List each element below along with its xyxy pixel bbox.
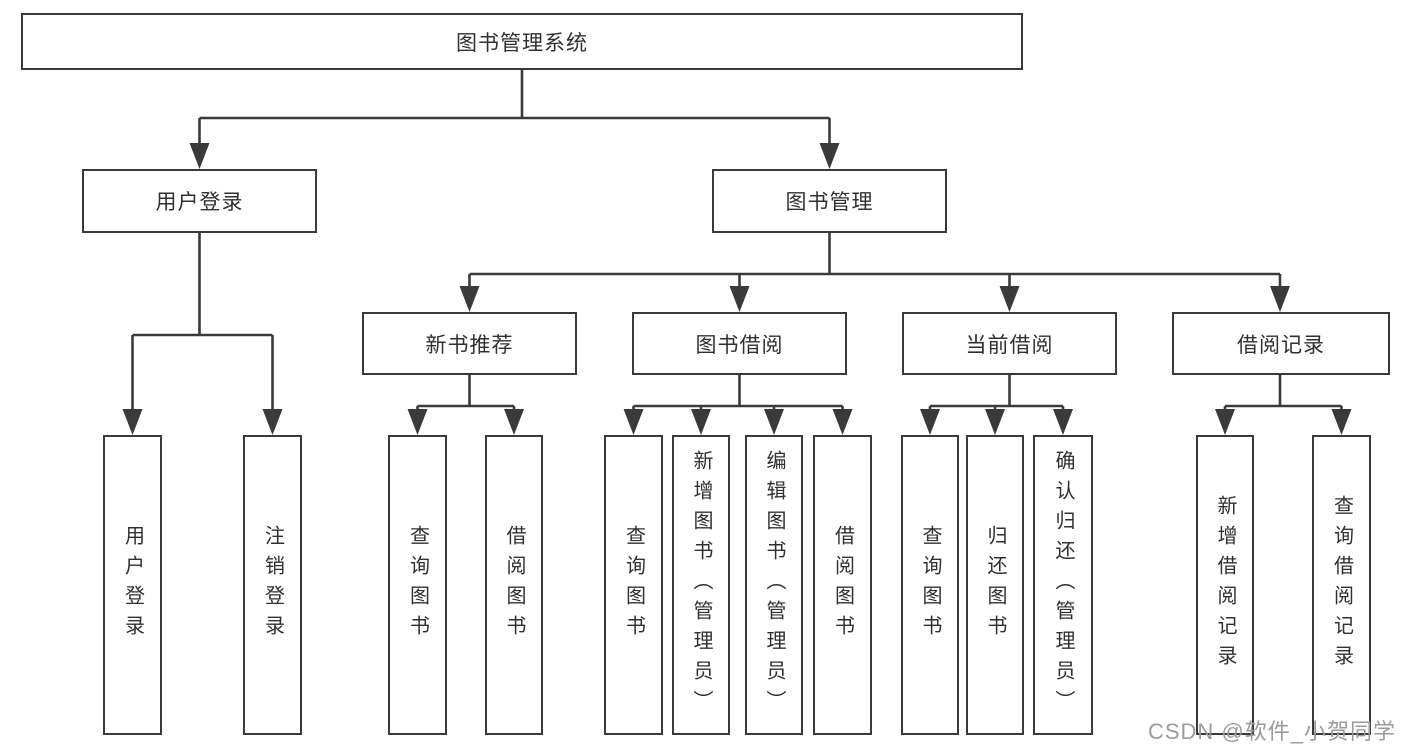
- leaf-query-books-recommend: 查询图书: [388, 435, 447, 735]
- leaf-confirm-return-admin: 确认归还（管理员）: [1033, 435, 1093, 735]
- leaf-add-borrow-record: 新增借阅记录: [1196, 435, 1254, 735]
- leaf-query-books-current: 查询图书: [901, 435, 959, 735]
- node-book-borrow: 图书借阅: [632, 312, 847, 375]
- node-borrow-records: 借阅记录: [1172, 312, 1390, 375]
- leaf-borrow-books: 借阅图书: [813, 435, 872, 735]
- leaf-query-borrow-record: 查询借阅记录: [1312, 435, 1371, 735]
- leaf-user-login: 用户登录: [103, 435, 162, 735]
- leaf-add-book-admin: 新增图书（管理员）: [672, 435, 730, 735]
- leaf-logout: 注销登录: [243, 435, 302, 735]
- csdn-watermark: CSDN @软件_小贺同学: [1147, 719, 1396, 744]
- leaf-return-book: 归还图书: [966, 435, 1024, 735]
- leaf-edit-book-admin: 编辑图书（管理员）: [745, 435, 803, 735]
- leaf-query-books-borrow: 查询图书: [604, 435, 663, 735]
- node-user-login: 用户登录: [82, 169, 317, 233]
- node-book-management: 图书管理: [712, 169, 947, 233]
- node-current-borrow: 当前借阅: [902, 312, 1117, 375]
- leaf-borrow-books-recommend: 借阅图书: [485, 435, 543, 735]
- node-root: 图书管理系统: [21, 13, 1023, 70]
- node-new-book-recommend: 新书推荐: [362, 312, 577, 375]
